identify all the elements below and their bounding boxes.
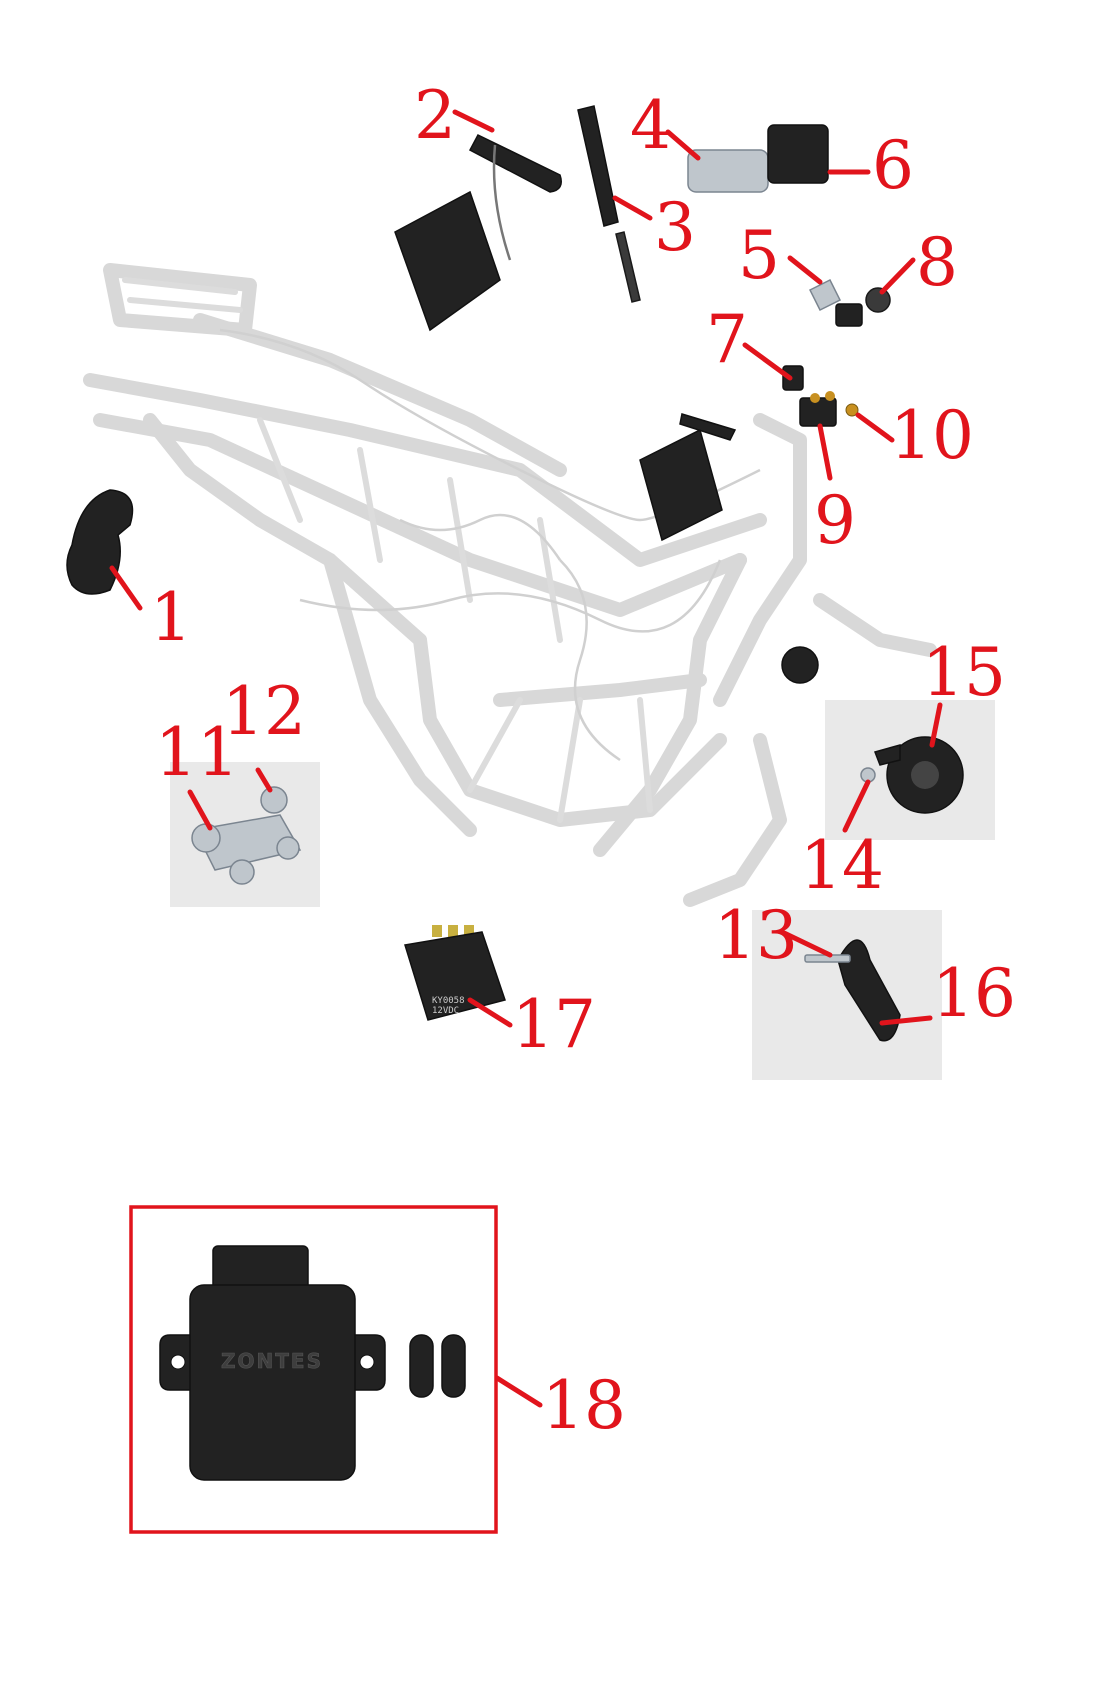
callout-numbers: 1 2 3 4 5 6 7 8 9 10 11 12 13 14 15 16 1…: [150, 77, 1016, 1444]
callout-11: 11: [155, 714, 239, 791]
callout-9: 9: [814, 482, 856, 559]
part-7-connector: [782, 365, 804, 391]
callout-3: 3: [654, 189, 696, 266]
motorcycle-frame: [83, 263, 937, 907]
part-8-sensor: [835, 287, 891, 327]
part-17-relay: KY0058 12VDC: [404, 925, 506, 1021]
callout-15: 15: [922, 634, 1006, 711]
callout-10: 10: [890, 397, 974, 474]
callout-8: 8: [916, 224, 958, 301]
part-ecu-top: [394, 190, 501, 332]
part-9-relay: [799, 391, 837, 427]
part-2-bracket: [468, 134, 562, 261]
callout-14: 14: [800, 827, 884, 904]
part-1-clip: [66, 489, 134, 595]
detail-background-13-16: [752, 910, 942, 1080]
callout-17: 17: [512, 986, 596, 1063]
callout-1: 1: [150, 579, 192, 656]
part-12-bolt: [260, 786, 288, 814]
part-16-bracket: [837, 939, 901, 1042]
part-6-box: [767, 124, 829, 184]
callout-6: 6: [872, 127, 914, 204]
callout-2: 2: [414, 77, 456, 154]
ecu-highlight-box: ZONTES: [129, 1205, 498, 1534]
leader-lines: [109, 109, 943, 1408]
relay-label-text: KY0058: [432, 996, 465, 1006]
part-horn-frame: [781, 646, 819, 684]
callout-13: 13: [714, 897, 798, 974]
callout-7: 7: [706, 301, 748, 378]
part-4-module: [687, 149, 769, 193]
part-10-terminal: [845, 403, 859, 417]
callout-16: 16: [932, 955, 1016, 1032]
callout-12: 12: [222, 673, 306, 750]
relay-rating-text: 12VDC: [432, 1006, 459, 1016]
callout-18: 18: [542, 1367, 626, 1444]
ecu-brand-label: ZONTES: [221, 1349, 323, 1373]
callout-4: 4: [630, 87, 672, 164]
part-11-tensioner: [191, 814, 302, 885]
part-3-antenna: [577, 105, 641, 303]
callout-5: 5: [738, 217, 780, 294]
part-15-horn: [874, 736, 964, 814]
part-5-connector: [808, 278, 842, 312]
part-ecu-mid: [639, 413, 737, 542]
